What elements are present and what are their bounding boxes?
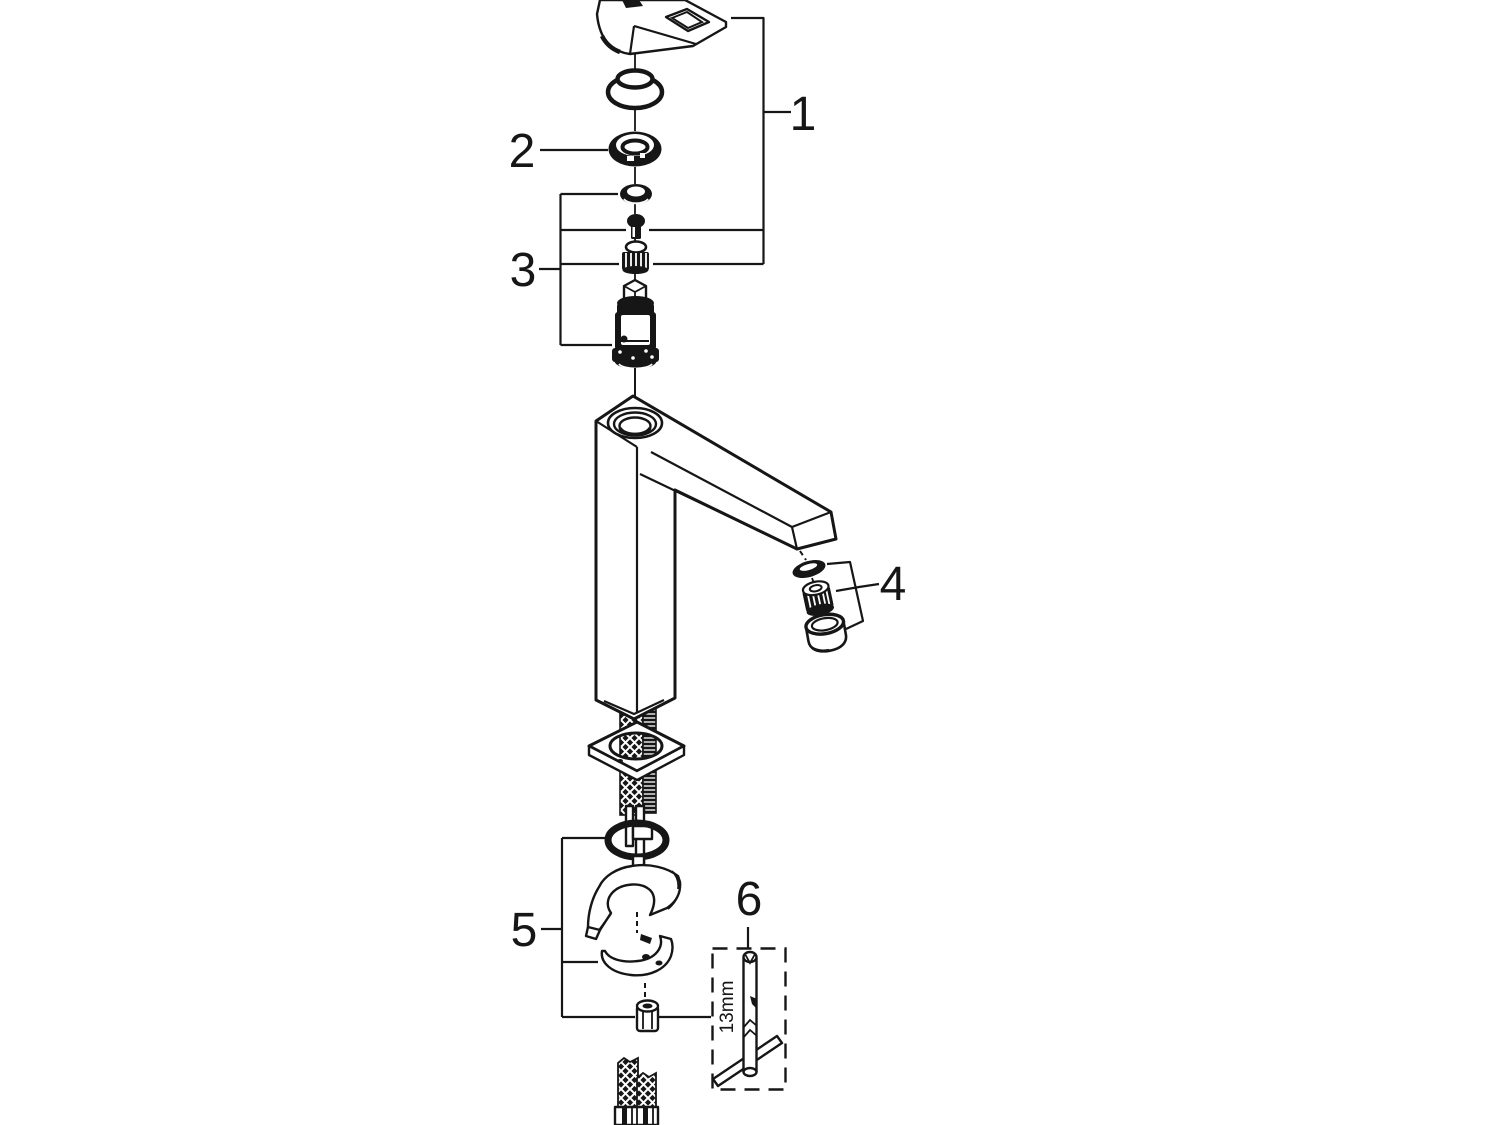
o-ring-assembly — [604, 804, 670, 873]
aerator-group — [792, 550, 848, 653]
mounting-plate — [587, 720, 686, 782]
aerator-seal — [792, 559, 826, 579]
stabilizer-wedge — [584, 863, 682, 941]
cap-ring — [605, 68, 665, 111]
callout-1-label: 1 — [790, 88, 817, 141]
aerator-housing — [804, 612, 848, 653]
faucet-body — [594, 394, 838, 721]
callout-5-label: 5 — [511, 904, 538, 957]
body-base-edge — [603, 699, 665, 716]
handle-square-inlay — [664, 7, 711, 33]
handle-screw — [627, 214, 645, 239]
tool-box-border — [711, 947, 787, 1091]
cartridge — [612, 278, 659, 397]
aerator-axis-dash — [799, 550, 807, 561]
handle-top-detail — [622, 0, 643, 8]
callout-4-label: 4 — [880, 558, 907, 611]
callout-6-label: 6 — [736, 873, 763, 926]
callout-4-leader — [826, 560, 880, 630]
cartridge-seat-opening — [606, 406, 664, 440]
supply-hoses — [613, 1056, 660, 1125]
callout-3-label: 3 — [510, 244, 537, 297]
retainer-ring — [620, 184, 652, 205]
callout-3-leader — [539, 192, 626, 347]
tool-box: 13mm — [711, 947, 787, 1091]
callout-labels: 1 2 3 4 5 6 — [509, 88, 907, 957]
aerator-insert — [801, 580, 835, 616]
cartridge-adapter-nut — [622, 240, 649, 274]
mounting-nut — [635, 999, 660, 1033]
callout-1-leader — [649, 16, 791, 266]
socket-wrench-tool — [711, 950, 784, 1088]
callout-5-leader — [541, 836, 711, 1019]
mounting-clamp — [600, 934, 674, 977]
flange-ring — [608, 131, 662, 167]
handle-lever — [595, 0, 728, 56]
wrench-size-label: 13mm — [717, 981, 738, 1034]
callout-2-label: 2 — [509, 125, 536, 178]
